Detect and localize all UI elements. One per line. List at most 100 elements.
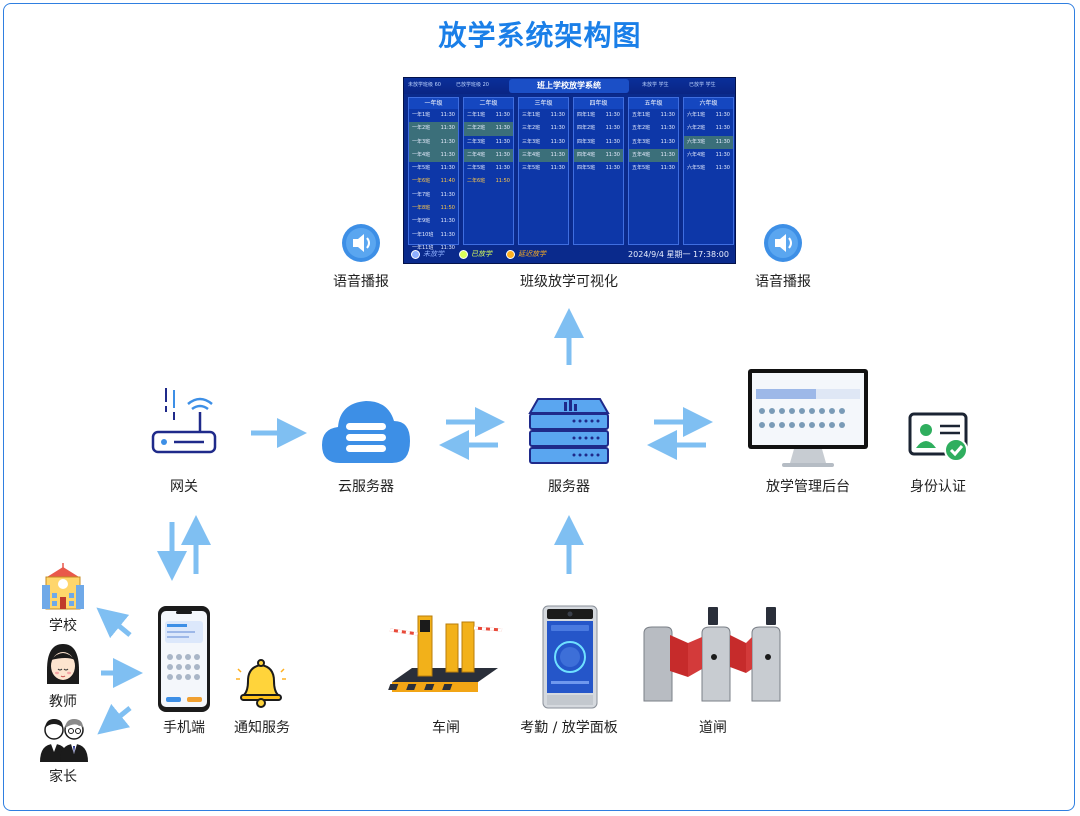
class-name: 二年5班 — [467, 165, 486, 172]
class-row: 二年3班 11:30 — [464, 136, 513, 149]
class-name: 四年1班 — [577, 112, 596, 118]
phone-icon[interactable] — [157, 605, 211, 713]
dismissal-time: 11:30 — [440, 191, 455, 198]
class-row: 四年1班 11:30 — [574, 109, 623, 122]
dismissal-time: 11:30 — [605, 112, 620, 118]
id-card-icon — [908, 412, 970, 462]
class-name: 六年1班 — [687, 112, 706, 118]
legend-label: 未放学 — [423, 250, 444, 258]
dismissal-time: 11:30 — [605, 138, 620, 145]
arrow-mobile-to-school — [96, 607, 132, 639]
dismissal-time: 11:30 — [550, 165, 565, 172]
legend-dot — [459, 249, 468, 259]
bell-icon — [234, 655, 288, 709]
dashboard-header: 未放学班级 60 已放学班级 20 班上学校放学系统 未放学 学生 已放学 学生 — [404, 78, 735, 94]
stat-not-dismissed: 未放学班级 60 — [408, 82, 441, 88]
dismissal-time: 11:30 — [605, 151, 620, 158]
face-panel-icon — [541, 605, 599, 709]
dismissal-time: 11:30 — [715, 125, 730, 132]
class-name: 四年2班 — [577, 125, 596, 132]
label-voice-right: 语音播报 — [755, 274, 811, 290]
class-row: 二年2班 11:30 — [464, 122, 513, 136]
label-school: 学校 — [49, 618, 77, 634]
label-server: 服务器 — [548, 479, 590, 495]
class-name: 五年3班 — [632, 138, 651, 145]
diagram-title: 放学系统架构图 — [438, 19, 642, 52]
dismissal-time: 11:30 — [495, 165, 510, 172]
class-name: 五年5班 — [632, 165, 651, 172]
dismissal-time: 11:30 — [715, 138, 730, 145]
class-name: 五年1班 — [632, 112, 651, 118]
speaker-icon — [763, 223, 803, 263]
class-name: 三年4班 — [522, 151, 541, 158]
label-notify: 通知服务 — [234, 720, 290, 736]
dismissal-time: 11:30 — [660, 112, 675, 118]
class-name: 六年5班 — [687, 165, 706, 172]
class-row: 二年5班 11:30 — [464, 162, 513, 175]
label-teacher: 教师 — [49, 694, 77, 710]
monitor-icon — [746, 367, 870, 471]
class-name: 一年9班 — [412, 218, 431, 225]
grade-header: 二年级 — [464, 98, 513, 109]
class-dismissal-dashboard: 未放学班级 60 已放学班级 20 班上学校放学系统 未放学 学生 已放学 学生… — [403, 77, 736, 264]
class-row: 五年1班 11:30 — [629, 109, 678, 122]
class-name: 二年1班 — [467, 112, 486, 118]
dismissal-time: 11:30 — [605, 165, 620, 172]
cloud-icon — [320, 397, 412, 465]
class-name: 三年2班 — [522, 125, 541, 132]
dismissal-time: 11:30 — [550, 138, 565, 145]
class-name: 三年3班 — [522, 138, 541, 145]
class-name: 五年2班 — [632, 125, 651, 132]
dismissal-time: 11:30 — [495, 125, 510, 132]
dismissal-time: 11:30 — [715, 151, 730, 158]
dismissal-time: 11:30 — [495, 138, 510, 145]
class-name: 六年2班 — [687, 125, 706, 132]
school-icon — [40, 563, 86, 611]
class-name: 五年4班 — [632, 151, 651, 158]
class-row: 六年4班 11:30 — [684, 149, 733, 162]
class-name: 六年4班 — [687, 151, 706, 158]
label-panel: 考勤 / 放学面板 — [520, 720, 618, 736]
class-name: 二年2班 — [467, 125, 486, 132]
arrow-mobile-to-parent — [97, 703, 132, 735]
label-parent: 家长 — [49, 769, 77, 785]
class-name: 一年11班 — [412, 244, 434, 251]
dismissal-time: 11:30 — [440, 138, 455, 145]
class-name: 一年4班 — [412, 151, 431, 158]
diagram-frame — [3, 3, 1075, 811]
turnstile-icon — [642, 605, 788, 703]
label-car-gate: 车闸 — [432, 720, 460, 736]
dismissal-time: 11:30 — [440, 112, 455, 118]
dismissal-time: 11:30 — [550, 151, 565, 158]
class-row: 六年2班 11:30 — [684, 122, 733, 135]
label-visual: 班级放学可视化 — [520, 274, 618, 290]
label-voice-left: 语音播报 — [333, 274, 389, 290]
class-name: 一年2班 — [412, 125, 431, 132]
legend-label: 已放学 — [471, 250, 492, 258]
class-name: 一年7班 — [412, 191, 431, 198]
class-row: 三年4班 11:30 — [519, 148, 568, 163]
grade-header: 一年级 — [409, 98, 458, 109]
class-name: 二年3班 — [467, 138, 486, 145]
grade-header: 三年级 — [519, 98, 568, 109]
dismissal-time: 11:30 — [605, 125, 620, 132]
label-mobile: 手机端 — [163, 720, 205, 736]
